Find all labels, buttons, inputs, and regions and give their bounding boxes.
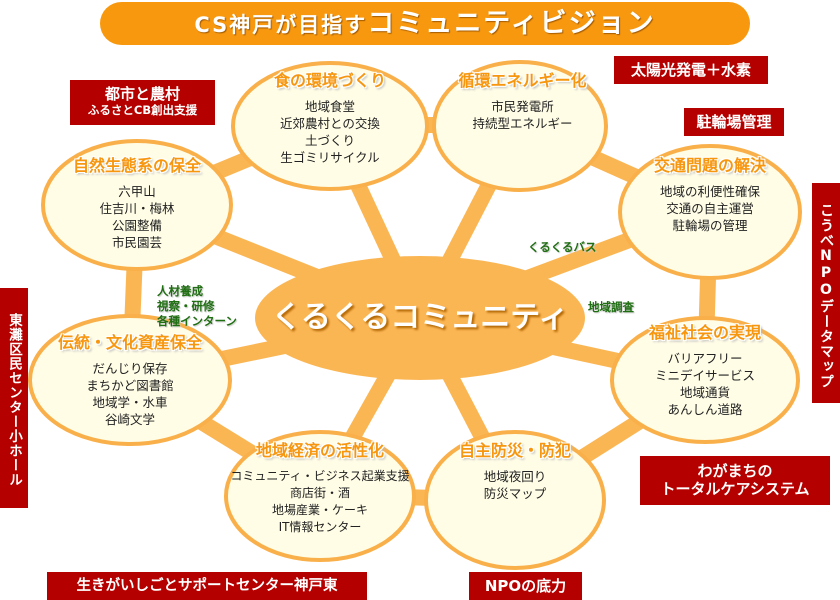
node-title: 交通問題の解決	[653, 156, 766, 175]
node-item: 土づくり	[304, 133, 355, 148]
node-item: 谷崎文学	[104, 412, 155, 427]
node-item: だんじり保存	[92, 361, 168, 376]
node-item: 市民園芸	[111, 235, 162, 250]
node-item: ミニデイサービス	[654, 368, 755, 383]
box-line: 都市と農村	[104, 85, 180, 103]
node-item: 地域の利便性確保	[659, 184, 760, 199]
box-care-system: わがまちの トータルケアシステム	[640, 456, 830, 505]
node-item: コミュニティ・ビジネス起業支援	[230, 469, 410, 483]
node-item: まちかど図書館	[86, 378, 174, 393]
node-traffic: 交通問題の解決 地域の利便性確保 交通の自主運営 駐輪場の管理	[620, 155, 800, 234]
node-ellipse	[231, 61, 429, 191]
node-item: 商店街・酒	[289, 486, 350, 500]
node-item: 防災マップ	[483, 486, 547, 501]
node-food: 食の環境づくり 地域食堂 近郊農村との交換 土づくり 生ゴミリサイクル	[240, 70, 420, 166]
label-line: 人材養成	[157, 284, 203, 298]
box-line: ふるさとCB創出支援	[87, 103, 198, 117]
node-item: 地域学・水車	[92, 395, 168, 410]
node-item: 地域通貨	[679, 385, 730, 400]
center-ellipse	[255, 256, 585, 380]
label-survey: 地域調査	[588, 300, 634, 314]
box-npo-map: こうべNPOデータマップ	[812, 183, 840, 403]
node-disaster: 自主防災・防犯 地域夜回り 防災マップ	[430, 440, 600, 502]
label-training: 人材養成 視察・研修 各種インターン	[157, 284, 237, 329]
node-item: 地場産業・ケーキ	[271, 503, 368, 517]
node-item: 地域夜回り	[483, 469, 547, 484]
box-urban-rural: 都市と農村 ふるさとCB創出支援	[70, 80, 215, 125]
box-npo-power: NPOの底力	[469, 572, 582, 600]
title-banner: CS神戸が目指すコミュニティビジョン	[100, 2, 750, 45]
box-ikigai: 生きがいしごとサポートセンター神戸東	[47, 572, 367, 600]
node-ellipse	[224, 430, 416, 562]
label-kurukuru-bus: くるくるバス	[528, 240, 597, 254]
box-solar: 太陽光発電＋水素	[614, 56, 768, 84]
node-ellipse	[610, 316, 800, 444]
box-line: わがまちの	[697, 462, 773, 480]
node-item: 駐輪場の管理	[672, 218, 748, 233]
node-item: 地域食堂	[304, 99, 355, 114]
box-higashinada: 東灘区民センター小ホール	[0, 288, 28, 508]
node-item: 六甲山	[118, 184, 156, 199]
node-nature: 自然生態系の保全 六甲山 住吉川・梅林 公園整備 市民園芸	[47, 155, 227, 251]
node-title: 自然生態系の保全	[72, 156, 201, 175]
node-ellipse	[432, 60, 608, 192]
node-ellipse	[424, 430, 606, 570]
node-item: 交通の自主運営	[666, 201, 754, 216]
label-line: 各種インターン	[157, 314, 237, 328]
node-ellipse	[41, 139, 233, 271]
node-item: 近郊農村との交換	[280, 116, 380, 131]
box-line: トータルケアシステム	[660, 480, 810, 498]
node-item: 市民発電所	[491, 99, 554, 114]
node-item: 持続型エネルギー	[472, 116, 573, 131]
node-item: IT情報センター	[278, 520, 362, 534]
center-label: くるくるコミュニティ	[271, 300, 569, 335]
node-welfare: 福祉社会の実現 バリアフリー ミニデイサービス 地域通貨 あんしん道路	[615, 322, 795, 418]
title-prefix: CS神戸が目指す	[194, 13, 368, 37]
title-main: コミュニティビジョン	[367, 8, 656, 39]
node-economy: 地域経済の活性化 コミュニティ・ビジネス起業支援 商店街・酒 地場産業・ケーキ …	[222, 440, 418, 536]
node-title: 自主防災・防犯	[458, 441, 571, 460]
node-title: 伝統・文化資産保全	[57, 333, 202, 352]
node-title: 食の環境づくり	[273, 71, 386, 90]
node-item: あんしん道路	[667, 402, 743, 417]
node-ellipse	[28, 314, 232, 446]
box-bike-parking: 駐輪場管理	[684, 108, 784, 136]
node-title: 地域経済の活性化	[255, 441, 384, 460]
node-title: 循環エネルギー化	[458, 71, 587, 90]
node-title: 福祉社会の実現	[648, 323, 761, 342]
node-item: 公園整備	[111, 218, 162, 233]
node-item: 住吉川・梅林	[99, 201, 175, 216]
label-line: 視察・研修	[157, 299, 215, 313]
node-item: 生ゴミリサイクル	[280, 150, 380, 165]
node-item: バリアフリー	[667, 351, 743, 366]
node-culture: 伝統・文化資産保全 だんじり保存 まちかど図書館 地域学・水車 谷崎文学	[40, 332, 220, 428]
node-ellipse	[618, 144, 802, 280]
node-energy: 循環エネルギー化 市民発電所 持続型エネルギー	[440, 70, 605, 132]
